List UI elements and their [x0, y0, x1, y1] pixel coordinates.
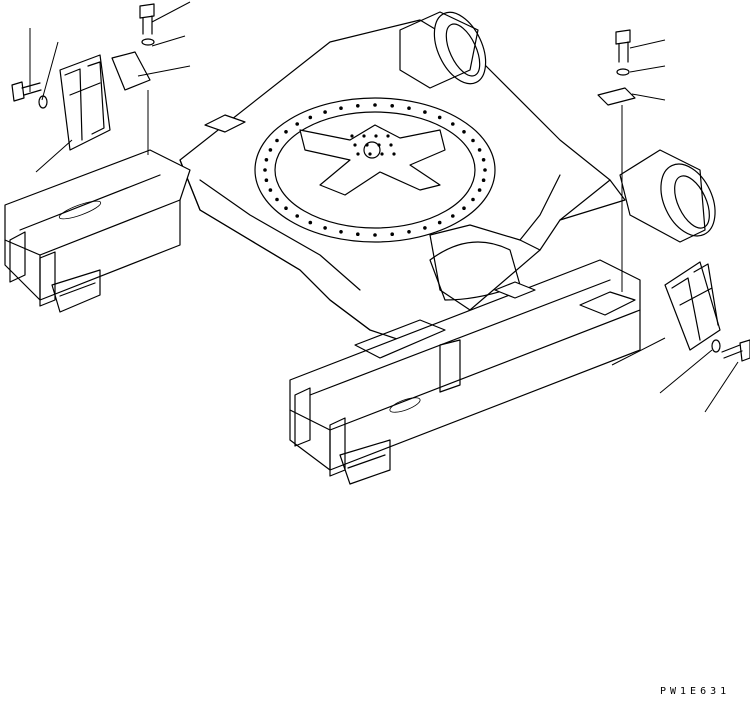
- right-washer: [711, 339, 721, 353]
- right-bolt: [721, 339, 750, 362]
- ring-bolt-hole: [264, 178, 269, 182]
- ring-bolt-hole: [390, 104, 395, 108]
- ring-bolt-hole: [471, 138, 475, 143]
- ring-bolt-hole: [423, 110, 427, 114]
- center-plate-hole: [350, 134, 354, 138]
- cover-plate-left: [204, 114, 246, 133]
- cover-plate-right: [494, 281, 536, 299]
- right-track-guard: [664, 261, 721, 351]
- center-plate-hole: [368, 152, 372, 156]
- ring-bolt-hole: [481, 158, 486, 162]
- ring-bolt-hole: [323, 110, 327, 114]
- ring-bolt-hole: [471, 197, 475, 202]
- ring-bolt-hole: [356, 104, 360, 108]
- callout-leaders: [29, 1, 739, 413]
- swing-circle: [254, 97, 496, 243]
- center-plate-hole: [362, 134, 366, 138]
- ring-bolt-hole: [390, 232, 395, 236]
- ring-bolt-holes: [263, 103, 487, 237]
- ring-bolt-hole: [308, 220, 313, 225]
- ring-bolt-hole: [263, 168, 267, 172]
- rear-drum-upper: [399, 11, 487, 89]
- ring-bolt-hole: [264, 158, 269, 162]
- ring-bolt-hole: [477, 188, 482, 192]
- center-plate-holes: [350, 134, 396, 156]
- cover-plate-rear: [579, 291, 636, 316]
- ring-bolt-hole: [373, 233, 377, 237]
- ring-bolt-hole: [373, 103, 377, 107]
- ring-bolt-hole: [437, 220, 442, 225]
- right-clip-plate: [597, 87, 636, 106]
- center-plate-hole: [380, 152, 384, 156]
- ring-bolt-hole: [284, 206, 288, 210]
- left-clip-plate: [111, 51, 151, 91]
- ring-bolt-hole: [268, 188, 273, 192]
- ring-bolt-hole: [275, 197, 279, 202]
- ring-bolt-hole: [407, 106, 411, 110]
- ring-bolt-hole: [407, 230, 411, 234]
- upper-left-bolt: [139, 3, 155, 35]
- center-plate-hole: [374, 134, 378, 138]
- center-plate-hole: [386, 134, 390, 138]
- ring-bolt-hole: [451, 214, 455, 218]
- ring-bolt-hole: [356, 232, 360, 236]
- track-frame: [4, 19, 641, 485]
- drawing-code-label: PW1E631: [660, 686, 731, 697]
- ring-bolt-hole: [462, 206, 466, 210]
- upper-right-washer: [616, 68, 630, 76]
- ring-bolt-hole: [284, 130, 288, 134]
- ring-bolt-hole: [268, 148, 273, 152]
- ring-bolt-hole: [323, 226, 327, 230]
- ring-bolt-hole: [308, 115, 313, 120]
- center-plate-hole: [392, 152, 396, 156]
- left-bolt: [11, 81, 42, 102]
- upper-left-washer: [141, 38, 155, 46]
- rear-drum-right: [619, 149, 716, 243]
- upper-right-bolt: [615, 29, 631, 63]
- ring-bolt-hole: [451, 122, 455, 126]
- ring-bolt-hole: [477, 148, 482, 152]
- ring-bolt-hole: [295, 214, 300, 218]
- ring-bolt-hole: [295, 122, 300, 126]
- ring-bolt-hole: [339, 230, 343, 234]
- center-plate-hole: [389, 143, 393, 147]
- left-track-guard: [59, 54, 111, 151]
- ring-bolt-hole: [339, 106, 343, 110]
- ring-bolt-hole: [483, 168, 487, 172]
- ring-bolt-hole: [481, 178, 486, 182]
- center-plate-hole: [356, 152, 360, 156]
- ring-bolt-hole: [462, 130, 466, 134]
- ring-bolt-hole: [423, 226, 427, 230]
- ring-bolt-hole: [437, 115, 442, 120]
- center-plate-hole: [353, 143, 357, 147]
- ring-bolt-hole: [275, 138, 279, 143]
